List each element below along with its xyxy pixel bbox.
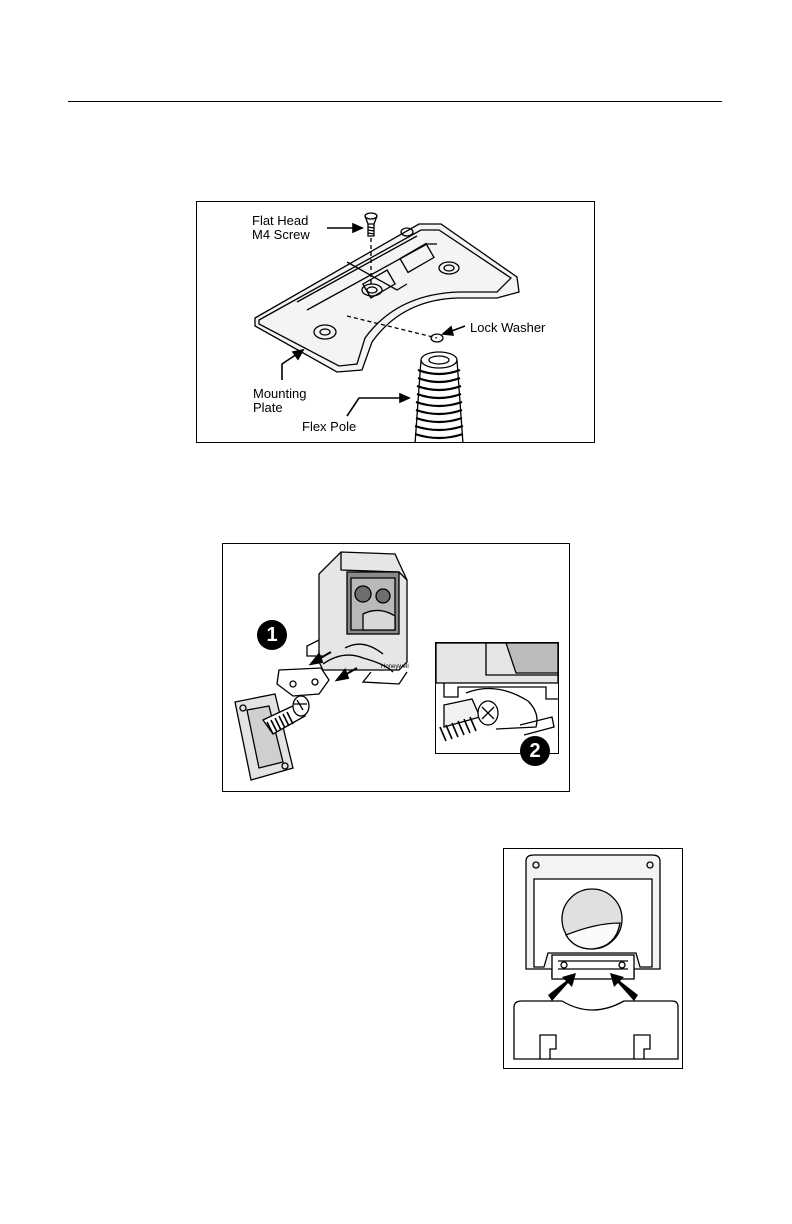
screw-label: Flat Head M4 Screw xyxy=(252,214,310,242)
lock-washer-label: Lock Washer xyxy=(470,321,545,335)
scanner-front-figure xyxy=(503,848,683,1069)
scanner-brand-mark: Honeywell xyxy=(381,664,409,670)
step-1-badge: 1 xyxy=(257,620,287,650)
header-rule xyxy=(68,101,722,102)
scanner-front-illustration xyxy=(504,849,683,1069)
scanner-attach-figure: Honeywell 1 2 xyxy=(222,543,570,792)
flex-pole-label: Flex Pole xyxy=(302,420,356,434)
mounting-plate-figure: Flat Head M4 Screw Lock Washer Mounting … xyxy=(196,201,595,443)
step-2-badge: 2 xyxy=(520,736,550,766)
mounting-plate-label: Mounting Plate xyxy=(253,387,306,415)
